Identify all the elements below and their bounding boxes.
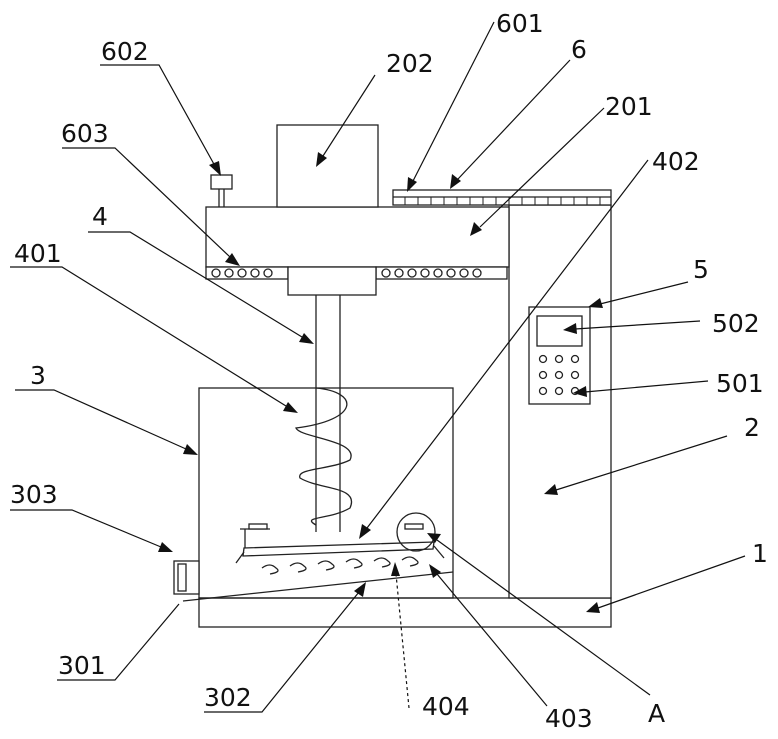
label-602: 602: [101, 37, 149, 66]
shaft-coupling: [288, 267, 376, 295]
label-401: 401: [14, 239, 62, 268]
label-501: 501: [716, 369, 764, 398]
stirring-shaft: [316, 295, 340, 532]
label-601: 601: [496, 9, 544, 38]
label-303: 303: [10, 480, 58, 509]
label-603: 603: [61, 119, 109, 148]
stirring-plate: [236, 542, 444, 563]
spiral-blade: [296, 388, 352, 525]
label-3: 3: [30, 361, 46, 390]
label-4: 4: [92, 202, 108, 231]
label-6: 6: [571, 35, 587, 64]
label-302: 302: [204, 683, 252, 712]
base-plate: [199, 598, 611, 627]
sensor: [211, 175, 232, 207]
label-201: 201: [605, 92, 653, 121]
mixing-tank: [199, 388, 453, 598]
motor-box: [277, 125, 378, 207]
label-403: 403: [545, 704, 593, 733]
outlet-valve: [174, 561, 199, 594]
label-1: 1: [752, 539, 768, 568]
label-5: 5: [693, 255, 709, 284]
label-301: 301: [58, 651, 106, 680]
label-2: 2: [744, 413, 760, 442]
tank-bottom-slope: [183, 572, 453, 601]
top-arm: [206, 207, 509, 267]
heating-strip-left: [206, 267, 288, 279]
stirring-plate-bracket: [240, 524, 270, 548]
label-502: 502: [712, 309, 760, 338]
label-404: 404: [422, 692, 470, 721]
label-402: 402: [652, 147, 700, 176]
label-a: A: [648, 699, 665, 728]
solar-strip: [393, 190, 611, 205]
label-202: 202: [386, 49, 434, 78]
heating-strip-right: [376, 267, 507, 279]
